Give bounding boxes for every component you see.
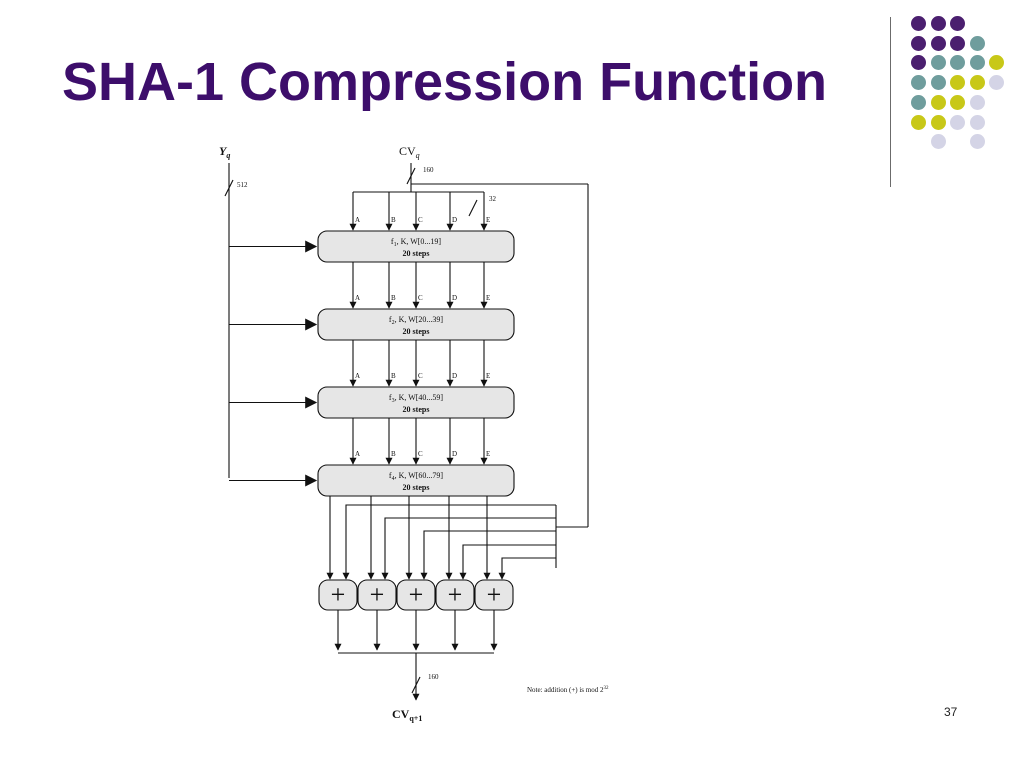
decorative-dot xyxy=(930,94,946,110)
adder-box xyxy=(318,579,358,611)
feedforward-arrow xyxy=(420,530,556,580)
decorative-dot xyxy=(911,114,926,130)
register-label: B xyxy=(391,294,396,302)
decorative-dot xyxy=(989,55,1004,71)
round-function-label: f1, K, W[0...19] xyxy=(391,237,442,248)
decorative-dot xyxy=(950,55,965,71)
message-width-label: 512 xyxy=(237,181,248,189)
message-input-label: Yq xyxy=(219,144,230,160)
adder-symbol: + xyxy=(370,580,385,609)
slide-title: SHA-1 Compression Function xyxy=(62,52,828,112)
decorative-dot xyxy=(950,16,965,31)
adder-box xyxy=(396,579,436,611)
word-width-mark xyxy=(468,199,478,217)
chain-output-width-mark xyxy=(411,676,421,694)
decorative-dot xyxy=(950,75,965,91)
round-box xyxy=(317,308,515,341)
register-label: D xyxy=(452,216,457,224)
round-box xyxy=(317,230,515,263)
register-label: E xyxy=(486,294,490,302)
register-label: B xyxy=(391,216,396,224)
register-label: D xyxy=(452,294,457,302)
adder-symbol: + xyxy=(331,580,346,609)
adder-symbol: + xyxy=(487,580,502,609)
feedforward-arrow xyxy=(498,557,556,580)
chain-output-width-label: 160 xyxy=(428,673,439,681)
register-label: D xyxy=(452,372,457,380)
round-steps-label: 20 steps xyxy=(403,249,430,258)
word-width-label: 32 xyxy=(489,195,497,203)
addition-note: Note: addition (+) is mod 232 xyxy=(527,686,609,694)
register-label: A xyxy=(355,216,360,224)
register-label: E xyxy=(486,450,490,458)
decorative-dot xyxy=(930,16,946,31)
decorative-divider xyxy=(890,17,891,187)
register-label: C xyxy=(418,450,423,458)
round-function-label: f3, K, W[40...59] xyxy=(389,393,444,404)
round-box xyxy=(317,464,515,497)
feedforward-arrow xyxy=(381,517,556,580)
message-width-mark xyxy=(224,179,234,197)
feedforward-arrow xyxy=(342,504,556,580)
chain-input-width-label: 160 xyxy=(423,166,434,174)
decorative-dot xyxy=(911,35,926,51)
register-label: A xyxy=(355,294,360,302)
register-label: B xyxy=(391,450,396,458)
chain-input-width-mark xyxy=(406,167,416,185)
register-label: C xyxy=(418,294,423,302)
round-steps-label: 20 steps xyxy=(403,405,430,414)
decorative-dot xyxy=(969,114,985,130)
decorative-dot xyxy=(969,75,985,91)
register-label: A xyxy=(355,372,360,380)
diagram-wires: A B C D E A B C D E A B C D E A B C D E xyxy=(224,163,589,701)
decorative-dot xyxy=(930,134,946,150)
adder-symbol: + xyxy=(409,580,424,609)
decorative-dot xyxy=(930,55,946,71)
adder-symbol: + xyxy=(448,580,463,609)
round-box xyxy=(317,386,515,419)
round-steps-label: 20 steps xyxy=(403,327,430,336)
feedforward-arrow xyxy=(459,544,556,580)
decorative-dot xyxy=(950,114,965,130)
register-label: C xyxy=(418,372,423,380)
decorative-dot xyxy=(911,75,926,91)
page-number: 37 xyxy=(944,705,958,719)
decorative-dot xyxy=(911,55,926,71)
decorative-dot xyxy=(950,94,965,110)
decorative-dot xyxy=(969,55,985,71)
decorative-dot xyxy=(950,35,965,51)
adder-box xyxy=(474,579,514,611)
decorative-dot xyxy=(930,114,946,130)
chain-output-label: CVq+1 xyxy=(392,707,422,723)
decorative-dot xyxy=(989,75,1004,91)
decorative-dot xyxy=(911,16,926,31)
register-label: D xyxy=(452,450,457,458)
round-function-label: f4, K, W[60...79] xyxy=(389,471,444,482)
decorative-dot xyxy=(969,94,985,110)
decorative-dot xyxy=(969,35,985,51)
register-label: C xyxy=(418,216,423,224)
adder-box xyxy=(357,579,397,611)
adder-box xyxy=(435,579,475,611)
chain-input-label: CVq xyxy=(399,144,420,160)
register-label: E xyxy=(486,372,490,380)
register-label: A xyxy=(355,450,360,458)
register-label: E xyxy=(486,216,490,224)
decorative-dot xyxy=(930,75,946,91)
register-label: B xyxy=(391,372,396,380)
round-function-label: f2, K, W[20...39] xyxy=(389,315,444,326)
decorative-dot xyxy=(969,134,985,150)
diagram-labels: Yq CVq 512 160 32 160 CVq+1 Note: additi… xyxy=(219,144,609,723)
decorative-dot xyxy=(930,35,946,51)
round-steps-label: 20 steps xyxy=(403,483,430,492)
decorative-dot xyxy=(911,94,926,110)
